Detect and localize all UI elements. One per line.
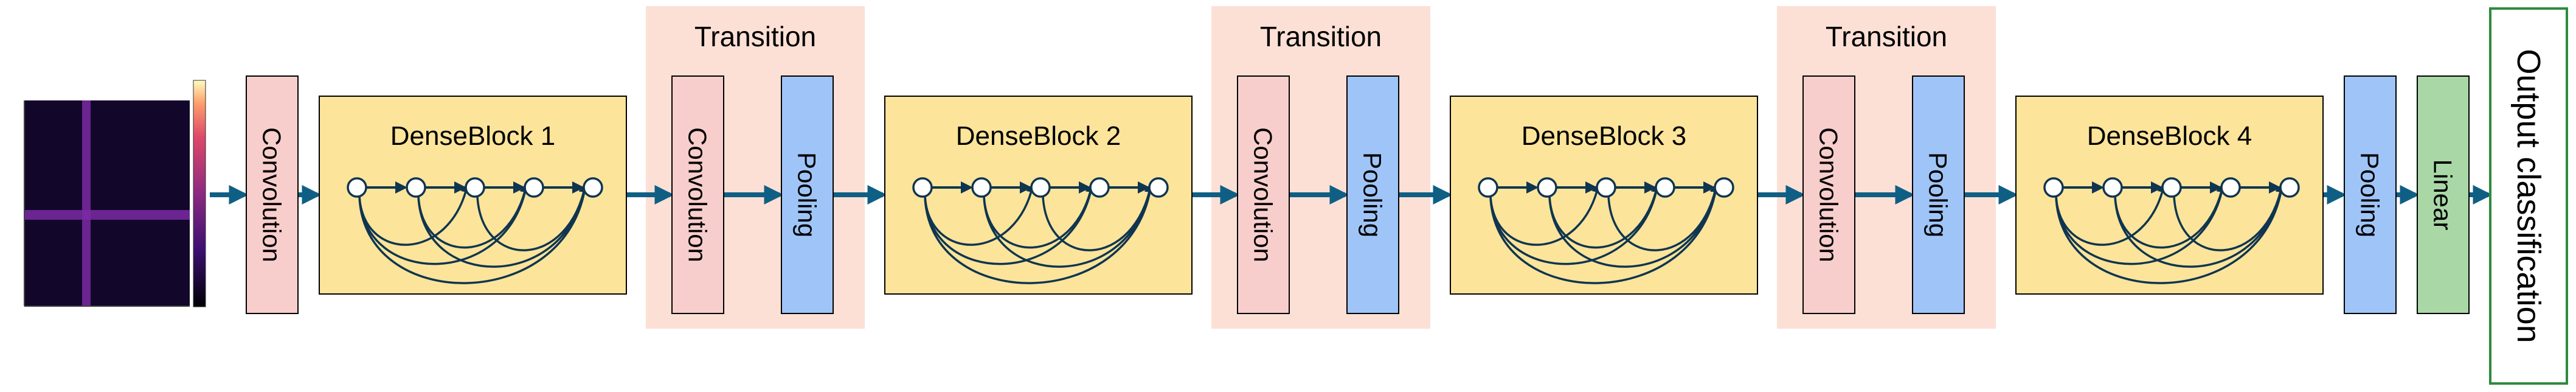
skip-connection	[1489, 181, 1721, 284]
transition-2-pooling: Pooling	[1346, 75, 1399, 314]
circle-node-icon	[2102, 177, 2123, 198]
circle-node-icon	[583, 177, 603, 198]
skip-connection	[2055, 181, 2287, 284]
skip-connection	[1489, 181, 1662, 265]
skip-connection	[983, 181, 1096, 249]
skip-connection	[2055, 181, 2168, 246]
transition-1-convolution: Convolution	[671, 75, 724, 314]
circle-node-icon	[1714, 177, 1734, 198]
circle-node-icon	[1478, 177, 1498, 198]
circle-node-icon	[1596, 177, 1616, 198]
dense-block-title: DenseBlock 1	[390, 121, 555, 151]
dense-block-3: DenseBlock 3	[1450, 96, 1758, 295]
linear-layer: Linear	[2417, 75, 2470, 314]
linear-label: Linear	[2429, 159, 2457, 231]
transition-3-convolution: Convolution	[1802, 75, 1855, 314]
convolution-label: Convolution	[684, 127, 712, 262]
convolution-label: Convolution	[258, 127, 286, 262]
transition-3-pooling: Pooling	[1912, 75, 1965, 314]
output-label: Output classification	[2510, 49, 2547, 343]
skip-connection	[2114, 181, 2227, 249]
circle-node-icon	[2279, 177, 2300, 198]
circle-node-icon	[1030, 177, 1051, 198]
circle-node-icon	[2220, 177, 2241, 198]
circle-node-icon	[406, 177, 426, 198]
dense-block-4: DenseBlock 4	[2015, 96, 2324, 295]
convolution-label: Convolution	[1815, 127, 1843, 262]
circle-node-icon	[347, 177, 367, 198]
circle-node-icon	[912, 177, 933, 198]
skip-connection	[1042, 181, 1155, 251]
skip-connection	[1548, 181, 1721, 268]
skip-connection	[924, 181, 1155, 284]
circle-node-icon	[1089, 177, 1110, 198]
output-classification-box: Output classification	[2489, 7, 2568, 385]
dense-block-title: DenseBlock 3	[1522, 121, 1686, 151]
circle-node-icon	[2043, 177, 2064, 198]
transition-title-3: Transition	[1826, 21, 1947, 52]
skip-connection	[417, 181, 530, 249]
skip-connection	[2055, 181, 2228, 265]
circle-node-icon	[2161, 177, 2182, 198]
skip-connection	[1489, 181, 1602, 246]
circle-node-icon	[1655, 177, 1675, 198]
pooling-label: Pooling	[793, 152, 822, 237]
skip-connection	[358, 181, 590, 284]
skip-connection	[2114, 181, 2287, 268]
skip-connection	[417, 181, 590, 268]
skip-connection	[1548, 181, 1661, 249]
skip-connection	[1607, 181, 1720, 251]
dense-block-2: DenseBlock 2	[884, 96, 1193, 295]
pooling-label: Pooling	[2356, 152, 2384, 237]
convolution-block-initial: Convolution	[246, 75, 299, 314]
skip-connection	[983, 181, 1155, 268]
skip-connection	[2173, 181, 2286, 251]
skip-connection	[924, 181, 1037, 246]
circle-node-icon	[1148, 177, 1169, 198]
circle-node-icon	[465, 177, 485, 198]
skip-connection	[476, 181, 589, 251]
skip-connection	[358, 181, 471, 246]
circle-node-icon	[971, 177, 992, 198]
circle-node-icon	[524, 177, 544, 198]
transition-title-1: Transition	[694, 21, 816, 52]
skip-connection	[924, 181, 1096, 265]
input-heatmap	[24, 80, 206, 307]
transition-2-convolution: Convolution	[1237, 75, 1290, 314]
dense-blocks: DenseBlock 1 DenseBlock 2 DenseBlock 3 Dens…	[319, 96, 2324, 295]
dense-block-title: DenseBlock 4	[2087, 121, 2252, 151]
transition-title-2: Transition	[1260, 21, 1382, 52]
pooling-label: Pooling	[1359, 152, 1387, 237]
dense-block-title: DenseBlock 2	[956, 121, 1121, 151]
colorbar	[193, 80, 206, 307]
dense-block-1: DenseBlock 1	[319, 96, 627, 295]
skip-connection	[358, 181, 531, 265]
final-pooling: Pooling	[2344, 75, 2397, 314]
convolution-label: Convolution	[1249, 127, 1278, 262]
transition-1-pooling: Pooling	[781, 75, 834, 314]
circle-node-icon	[1537, 177, 1557, 198]
pooling-label: Pooling	[1924, 152, 1953, 237]
